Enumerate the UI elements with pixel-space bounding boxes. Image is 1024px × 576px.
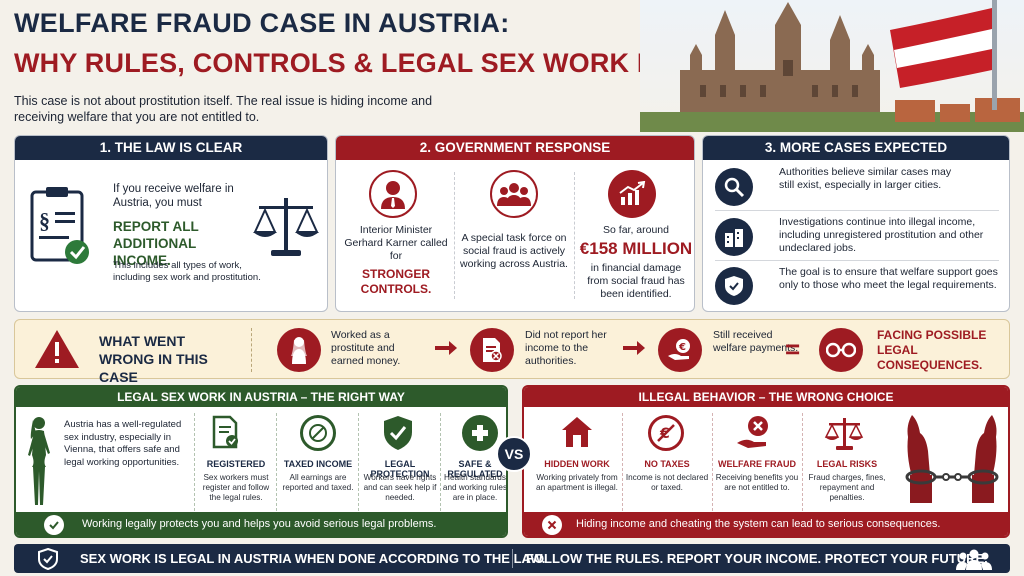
illegal-item-1-title: HIDDEN WORK xyxy=(544,459,610,469)
clipboard-document-icon: § xyxy=(29,184,91,271)
wrong-step-3: Still received welfare payments. xyxy=(713,329,799,354)
check-circle-icon xyxy=(44,515,64,535)
handcuffed-hands-icon xyxy=(904,415,1000,514)
legal-item-4-title: SAFE & REGULATED xyxy=(447,459,503,479)
wrong-result: FACING POSSIBLE LEGAL CONSEQUENCES. xyxy=(877,328,987,372)
law-highlight: REPORT ALL ADDITIONAL INCOME. xyxy=(113,219,199,268)
illegal-item-4-title: LEGAL RISKS xyxy=(816,459,878,469)
people-group-icon xyxy=(956,548,992,573)
law-heading: 1. THE LAW IS CLEAR xyxy=(15,136,327,160)
gov-col3-amount: €158 MILLION xyxy=(579,239,693,258)
more-cases-panel: 3. MORE CASES EXPECTED Authorities belie… xyxy=(702,135,1010,312)
footer-left-text: SEX WORK IS LEGAL IN AUSTRIA WHEN DONE A… xyxy=(80,551,546,566)
wrong-step-1: Worked as a prostitute and earned money. xyxy=(331,329,401,367)
legal-item-2-title: TAXED INCOME xyxy=(283,459,353,469)
shield-check-footer-icon xyxy=(38,547,58,573)
legal-sex-work-panel: LEGAL SEX WORK IN AUSTRIA – THE RIGHT WA… xyxy=(14,385,508,538)
illegal-footer-text: Hiding income and cheating the system ca… xyxy=(576,518,941,530)
illegal-item-3-text: Receiving benefits you are not entitled … xyxy=(715,473,799,492)
legal-protection-shield-icon xyxy=(382,415,414,456)
svg-text:€: € xyxy=(678,342,686,353)
svg-text:§: § xyxy=(39,208,50,233)
scales-of-justice-icon xyxy=(251,192,321,267)
legal-item-3-title: LEGAL PROTECTION xyxy=(370,459,430,479)
cases-heading: 3. MORE CASES EXPECTED xyxy=(703,136,1009,160)
taxed-income-icon xyxy=(300,415,336,451)
arrow-right-icon xyxy=(433,338,459,363)
hidden-house-icon xyxy=(560,415,594,454)
bottom-banner: SEX WORK IS LEGAL IN AUSTRIA WHEN DONE A… xyxy=(14,544,1010,573)
illegal-item-3-title: WELFARE FRAUD xyxy=(718,459,796,469)
gov-col2-text: A special task force on social fraud is … xyxy=(460,232,568,270)
gov-col3-pre: So far, around xyxy=(603,224,669,236)
equals-sign: = xyxy=(785,334,801,364)
welfare-fraud-hand-icon xyxy=(736,415,774,456)
law-text: If you receive welfare in Austria, you m… xyxy=(113,183,234,209)
legal-item-3-text: Workers have rights and can seek help if… xyxy=(363,473,437,502)
magnifier-icon xyxy=(715,168,753,206)
illegal-item-2-title: NO TAXES xyxy=(644,459,690,469)
shield-check-icon xyxy=(715,267,753,305)
law-note: This includes all types of work, includi… xyxy=(113,260,261,283)
page-title-line2: WHY RULES, CONTROLS & LEGAL SEX WORK MAT… xyxy=(14,48,749,78)
legal-risks-scales-icon xyxy=(824,415,864,456)
legal-footer-text: Working legally protects you and helps y… xyxy=(82,518,437,530)
cases-item-3: The goal is to ensure that welfare suppo… xyxy=(779,266,998,291)
what-went-wrong-strip: WHAT WENT WRONG IN THIS CASE Worked as a… xyxy=(14,319,1010,385)
illegal-footer-bar: Hiding income and cheating the system ca… xyxy=(524,512,1008,536)
law-panel: 1. THE LAW IS CLEAR § If you receive wel… xyxy=(14,135,328,312)
footer-right-text: FOLLOW THE RULES. REPORT YOUR INCOME. PR… xyxy=(526,551,988,566)
euro-hand-icon: € xyxy=(658,328,702,372)
city-buildings-icon xyxy=(715,218,753,256)
task-force-group-icon xyxy=(490,170,538,218)
registered-document-icon xyxy=(210,415,242,454)
legal-heading: LEGAL SEX WORK IN AUSTRIA – THE RIGHT WA… xyxy=(16,387,506,407)
legal-item-2-text: All earnings are reported and taxed. xyxy=(282,473,354,492)
minister-icon xyxy=(369,170,417,218)
gov-col3-post: in financial damage from social fraud ha… xyxy=(587,262,685,300)
rising-chart-icon xyxy=(608,170,656,218)
crossed-document-icon xyxy=(470,328,514,372)
legal-item-4-text: Health standards and working rules are i… xyxy=(442,473,508,502)
gov-heading: 2. GOVERNMENT RESPONSE xyxy=(336,136,694,160)
legal-footer-bar: Working legally protects you and helps y… xyxy=(16,512,506,536)
handcuffs-icon xyxy=(819,328,863,372)
x-circle-icon xyxy=(542,515,562,535)
illegal-item-1-text: Working privately from an apartment is i… xyxy=(536,473,618,492)
arrow-right-icon-2 xyxy=(621,338,647,363)
illegal-item-2-text: Income is not declared or taxed. xyxy=(625,473,709,492)
illegal-behavior-panel: ILLEGAL BEHAVIOR – THE WRONG CHOICE HIDD… xyxy=(522,385,1010,538)
legal-item-1-text: Sex workers must register and follow the… xyxy=(202,473,270,502)
warning-icon xyxy=(33,328,81,375)
legal-intro: Austria has a well-regulated sex industr… xyxy=(64,419,182,468)
wrong-step-2: Did not report her income to the authori… xyxy=(525,329,607,367)
woman-figure-icon xyxy=(24,415,54,512)
illegal-heading: ILLEGAL BEHAVIOR – THE WRONG CHOICE xyxy=(524,387,1008,407)
gov-col1-highlight: STRONGER CONTROLS. xyxy=(360,267,432,296)
health-plus-icon xyxy=(462,415,498,451)
vienna-cityhall-illustration xyxy=(640,0,1024,132)
government-panel: 2. GOVERNMENT RESPONSE Interior Minister… xyxy=(335,135,695,312)
legal-item-1-title: REGISTERED xyxy=(206,459,266,469)
cases-item-1: Authorities believe similar cases may st… xyxy=(779,166,952,191)
cases-item-2: Investigations continue into illegal inc… xyxy=(779,216,984,254)
page-title-line1: WELFARE FRAUD CASE IN AUSTRIA: xyxy=(14,8,510,38)
woman-silhouette-icon xyxy=(277,328,321,372)
vs-badge: VS xyxy=(496,436,532,472)
no-taxes-icon: € xyxy=(648,415,684,451)
wrong-title: WHAT WENT WRONG IN THIS CASE xyxy=(99,333,208,385)
illegal-item-4-text: Fraud charges, fines, repayment and pena… xyxy=(808,473,886,502)
gov-col1-text: Interior Minister Gerhard Karner called … xyxy=(344,224,448,262)
intro-text: This case is not about prostitution itse… xyxy=(14,94,433,124)
